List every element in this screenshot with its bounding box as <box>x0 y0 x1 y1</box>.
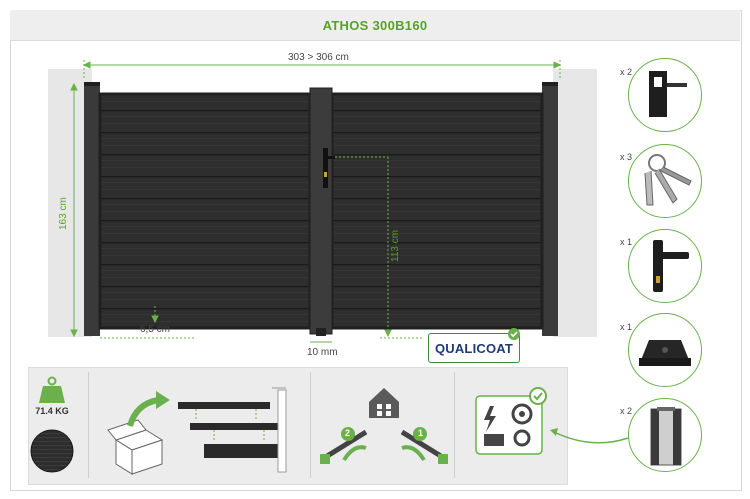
accessory-handle <box>628 229 702 303</box>
central-post <box>309 87 333 335</box>
accessory-post-profile <box>628 398 702 472</box>
height-dimension: 163 cm <box>58 197 69 230</box>
accessory-qty: x 1 <box>620 322 633 332</box>
post-profile-icon <box>650 407 682 466</box>
qualicoat-label: QUALICOAT <box>434 340 514 356</box>
accessory-qty: x 2 <box>620 67 633 77</box>
opening-order-second: 2 <box>345 428 351 438</box>
connector-arrow <box>550 428 629 444</box>
qualicoat-badge: QUALICOAT <box>428 333 520 363</box>
hinge-icon <box>649 71 687 117</box>
handle-icon <box>653 240 689 292</box>
feature-divider <box>88 372 89 478</box>
right-post <box>542 84 558 336</box>
feature-divider <box>310 372 311 478</box>
accessory-keys <box>628 144 702 218</box>
accessory-qty: x 3 <box>620 152 633 162</box>
left-post <box>84 84 100 336</box>
right-wall-pillar <box>553 69 597 337</box>
ground-clearance-dimension: 6,5 cm <box>140 324 171 335</box>
kit-delivery-icon <box>107 387 287 475</box>
motor-gears-icon <box>475 387 547 455</box>
lock-height-dimension: 113 cm <box>390 229 401 262</box>
check-badge-icon <box>508 328 520 340</box>
accessory-hinge <box>628 58 702 132</box>
keys-icon <box>644 154 692 206</box>
right-gate-leaf <box>330 92 544 330</box>
gate-stop-icon <box>639 340 691 366</box>
weight-value: 71.4 KG <box>35 406 69 416</box>
opening-order-first: 1 <box>418 428 424 438</box>
accessory-qty: x 1 <box>620 237 633 247</box>
accessory-gate-stop <box>628 313 702 387</box>
color-swatch <box>30 429 74 473</box>
feature-divider <box>454 372 455 478</box>
title-bar: ATHOS 300B160 <box>10 10 740 41</box>
accessory-qty: x 2 <box>620 406 633 416</box>
left-gate-leaf <box>98 92 312 330</box>
gate-handle <box>323 148 328 188</box>
opening-direction-icon <box>320 388 448 464</box>
product-title: ATHOS 300B160 <box>322 17 428 33</box>
post-gap-dimension: 10 mm <box>307 347 338 358</box>
weight-icon <box>39 376 65 403</box>
width-dimension: 303 > 306 cm <box>288 52 349 63</box>
